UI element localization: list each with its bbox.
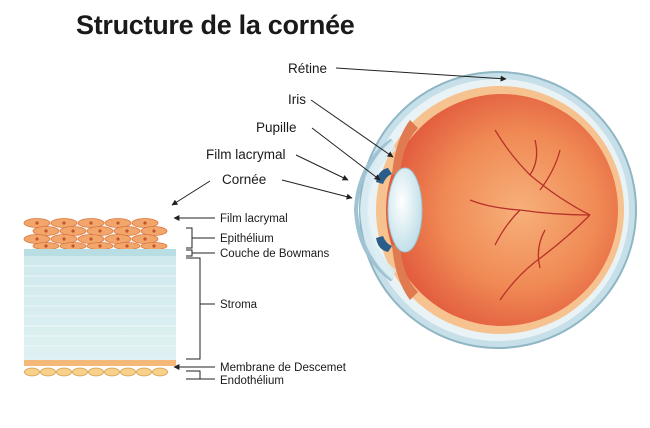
stroma-fibers — [24, 265, 176, 347]
cell-nucleus — [152, 244, 156, 248]
cell-nucleus — [143, 237, 147, 241]
cell-nucleus — [62, 237, 66, 241]
label-retine: Rétine — [288, 61, 327, 76]
endothelial-cell — [88, 367, 104, 377]
descemet-layer — [24, 360, 176, 366]
endothelial-cell — [40, 367, 56, 377]
ciliary-body — [392, 120, 418, 175]
endothelial-cell — [120, 367, 136, 377]
cell-nucleus — [125, 229, 129, 233]
cell-nucleus — [44, 244, 48, 248]
eye-label-lines — [171, 67, 507, 206]
cell-nucleus — [35, 237, 39, 241]
bowman-layer — [24, 249, 176, 256]
cell-nucleus — [98, 229, 102, 233]
cornea — [353, 138, 394, 282]
label-cornee: Cornée — [222, 172, 266, 187]
endothelial-cell — [136, 367, 152, 377]
label-film-lacrymal-eye: Film lacrymal — [206, 147, 286, 162]
blood-vessels — [469, 129, 591, 301]
layer-label-epithelium: Epithélium — [220, 233, 274, 245]
cell-nucleus — [116, 237, 120, 241]
cell-nucleus — [116, 221, 120, 225]
layer-label-stroma: Stroma — [220, 299, 258, 311]
cell-nucleus — [152, 229, 156, 233]
epithelium-cells — [23, 218, 168, 250]
endothelial-cell — [56, 367, 72, 377]
cell-nucleus — [143, 221, 147, 225]
eyeball — [353, 71, 637, 349]
cell-nucleus — [35, 221, 39, 225]
cell-nucleus — [71, 244, 75, 248]
diagram-title: Structure de la cornée — [76, 10, 355, 40]
cell-nucleus — [62, 221, 66, 225]
stroma-layer — [24, 256, 176, 360]
label-iris: Iris — [288, 92, 306, 107]
cell-nucleus — [98, 244, 102, 248]
cell-nucleus — [125, 244, 129, 248]
endothelial-cell — [72, 367, 88, 377]
endothelial-cell — [24, 367, 40, 377]
layer-label-film-lacrymal: Film lacrymal — [220, 213, 288, 225]
endothelial-cell — [104, 367, 120, 377]
layer-brackets — [173, 215, 215, 380]
layer-label-bowmans: Couche de Bowmans — [220, 248, 330, 260]
label-pupille: Pupille — [256, 120, 297, 135]
cell-nucleus — [71, 229, 75, 233]
endothelium-cells — [24, 367, 168, 377]
layer-label-descemet: Membrane de Descemet — [220, 362, 347, 374]
cornea-cross-section — [23, 218, 176, 377]
cell-nucleus — [89, 221, 93, 225]
lens — [387, 167, 423, 253]
cell-nucleus — [44, 229, 48, 233]
endothelial-cell — [152, 367, 168, 377]
cell-nucleus — [89, 237, 93, 241]
layer-label-endothelium: Endothélium — [220, 375, 284, 387]
